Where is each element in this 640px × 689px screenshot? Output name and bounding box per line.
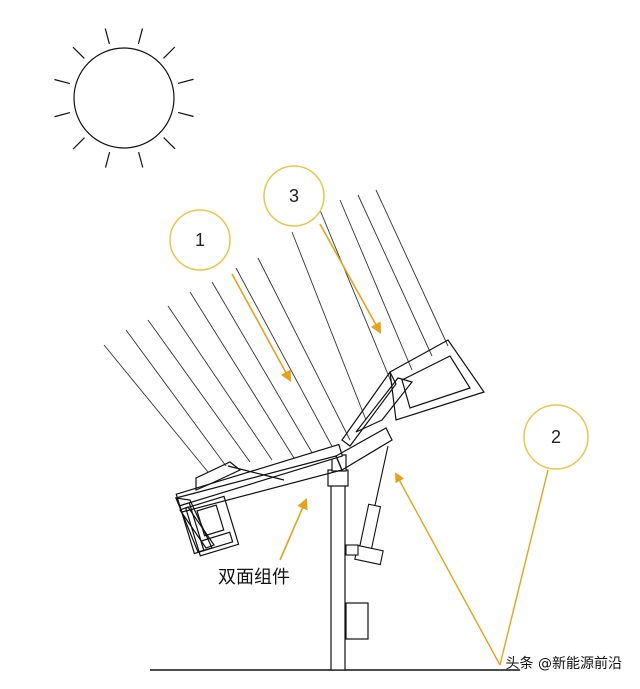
callout-2-label: 2 [551, 427, 561, 447]
reflected-arrow [395, 472, 501, 666]
linear-actuator [345, 445, 389, 566]
sun-ray [104, 151, 111, 168]
arrow-1 [231, 273, 292, 382]
arrow-module [279, 497, 308, 561]
module-label: 双面组件 [218, 567, 290, 588]
reflected-light-arrows [395, 469, 549, 666]
light-rays [103, 189, 449, 473]
callout-3: 3 [263, 165, 325, 227]
sun-ray [138, 151, 144, 168]
sun-ray [163, 137, 176, 150]
bifacial-module-right [335, 339, 485, 471]
sun-ray [137, 28, 144, 45]
sun-ray [163, 46, 176, 59]
watermark: 头条 @新能源前沿 [506, 655, 622, 672]
sun-ray [54, 112, 71, 118]
tracker-post [327, 454, 369, 671]
callout-3-label: 3 [289, 186, 299, 206]
callout-1-label: 1 [195, 230, 205, 250]
sun-ray [104, 28, 110, 45]
sun-icon [54, 28, 194, 168]
direct-light-arrows [231, 223, 382, 561]
sun-ray [72, 137, 85, 150]
sun-ray [72, 46, 85, 59]
callout-1: 1 [169, 209, 231, 271]
sun-ray [177, 78, 194, 84]
sun-ray [177, 111, 194, 118]
callout-2-leader [499, 469, 549, 666]
arrow-3 [319, 223, 382, 334]
sun-ray [54, 78, 71, 85]
callout-2: 2 [523, 404, 589, 470]
